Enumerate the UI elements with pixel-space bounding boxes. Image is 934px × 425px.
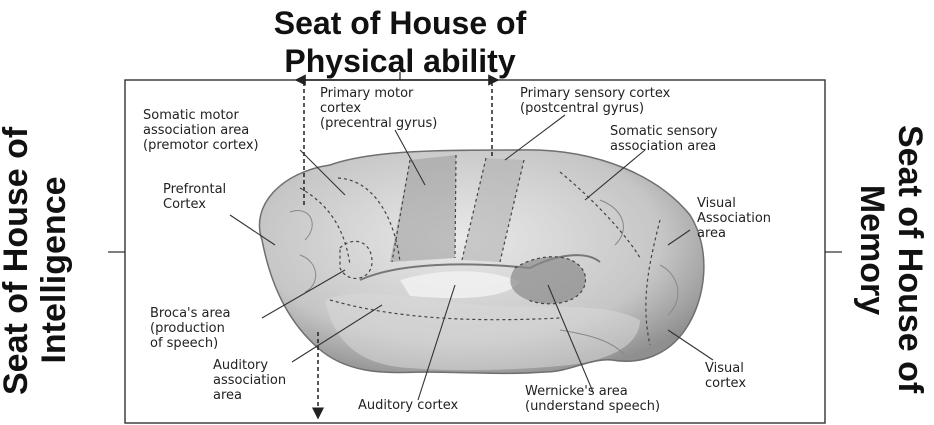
top-title: Seat of House of Physical ability xyxy=(0,4,800,80)
label-visual-association-area: Visual Association area xyxy=(697,196,771,241)
label-somatic-motor-association: Somatic motor association area (premotor… xyxy=(143,108,259,153)
label-auditory-cortex: Auditory cortex xyxy=(358,398,458,413)
label-primary-sensory-cortex: Primary sensory cortex (postcentral gyru… xyxy=(520,86,670,116)
left-vertical-title: Seat of House of Intelligence xyxy=(0,145,73,395)
label-prefrontal-cortex: Prefrontal Cortex xyxy=(163,182,226,212)
right-vertical-title: Seat of House of Memory xyxy=(853,125,929,375)
label-visual-cortex: Visual cortex xyxy=(705,361,746,391)
label-brocas-area: Broca's area (production of speech) xyxy=(150,306,231,351)
label-wernickes-area: Wernicke's area (understand speech) xyxy=(525,384,660,414)
label-primary-motor-cortex: Primary motor cortex (precentral gyrus) xyxy=(320,86,437,131)
label-auditory-association-area: Auditory association area xyxy=(213,358,286,403)
label-somatic-sensory-association: Somatic sensory association area xyxy=(610,124,718,154)
